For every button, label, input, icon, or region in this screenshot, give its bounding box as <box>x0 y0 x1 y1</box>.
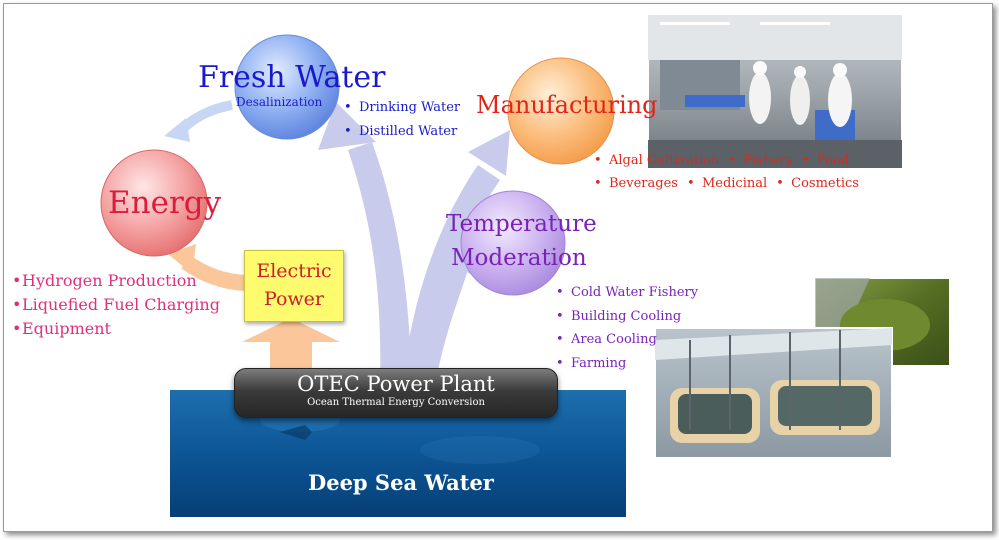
fresh-water-subtitle: Desalinization <box>236 95 323 109</box>
list-item: Food <box>802 149 849 173</box>
list-item: Equipment <box>12 317 220 341</box>
list-item: Area Cooling <box>556 328 698 352</box>
fresh-water-list: Drinking Water Distilled Water <box>344 96 460 143</box>
manufacturing-title: Manufacturing <box>476 91 658 119</box>
manufacturing-circle <box>507 57 615 165</box>
list-item: Distilled Water <box>344 120 460 144</box>
list-item: Cosmetics <box>776 172 859 196</box>
list-item: Beverages <box>594 172 678 196</box>
list-item: Building Cooling <box>556 305 698 329</box>
list-item: Cold Water Fishery <box>556 281 698 305</box>
list-item: Hydrogen Production <box>12 269 220 293</box>
temperature-circle <box>460 190 566 296</box>
list-item: Drinking Water <box>344 96 460 120</box>
list-item: Fishery <box>728 149 792 173</box>
otec-power-plant-box: OTEC Power Plant Ocean Thermal Energy Co… <box>234 368 558 418</box>
electric-power-line1: Electric <box>256 260 332 282</box>
temperature-list: Cold Water Fishery Building Cooling Area… <box>556 281 698 375</box>
manufacturing-list-row1: Algal Cultivation Fishery Food <box>594 149 849 173</box>
deep-sea-label: Deep Sea Water <box>308 470 494 495</box>
electric-power-line2: Power <box>263 288 325 310</box>
energy-title: Energy <box>108 185 222 221</box>
fresh-water-circle <box>234 34 340 140</box>
manufacturing-list-row2: Beverages Medicinal Cosmetics <box>594 172 859 196</box>
tanks-photo <box>654 327 893 459</box>
otec-subtitle: Ocean Thermal Energy Conversion <box>307 397 485 408</box>
temperature-title-line2: Moderation <box>451 245 587 271</box>
factory-photo <box>647 14 903 169</box>
electric-power-box: Electric Power <box>244 250 344 322</box>
energy-circle <box>100 149 208 257</box>
fish-shape <box>280 425 312 440</box>
fresh-water-title: Fresh Water <box>198 60 386 95</box>
temperature-title-line1: Temperature <box>446 211 597 237</box>
list-item: Liquefied Fuel Charging <box>12 293 220 317</box>
list-item: Algal Cultivation <box>594 149 719 173</box>
energy-list: Hydrogen Production Liquefied Fuel Charg… <box>12 269 220 341</box>
list-item: Farming <box>556 352 698 376</box>
list-item: Medicinal <box>687 172 767 196</box>
otec-title: OTEC Power Plant <box>297 372 495 396</box>
